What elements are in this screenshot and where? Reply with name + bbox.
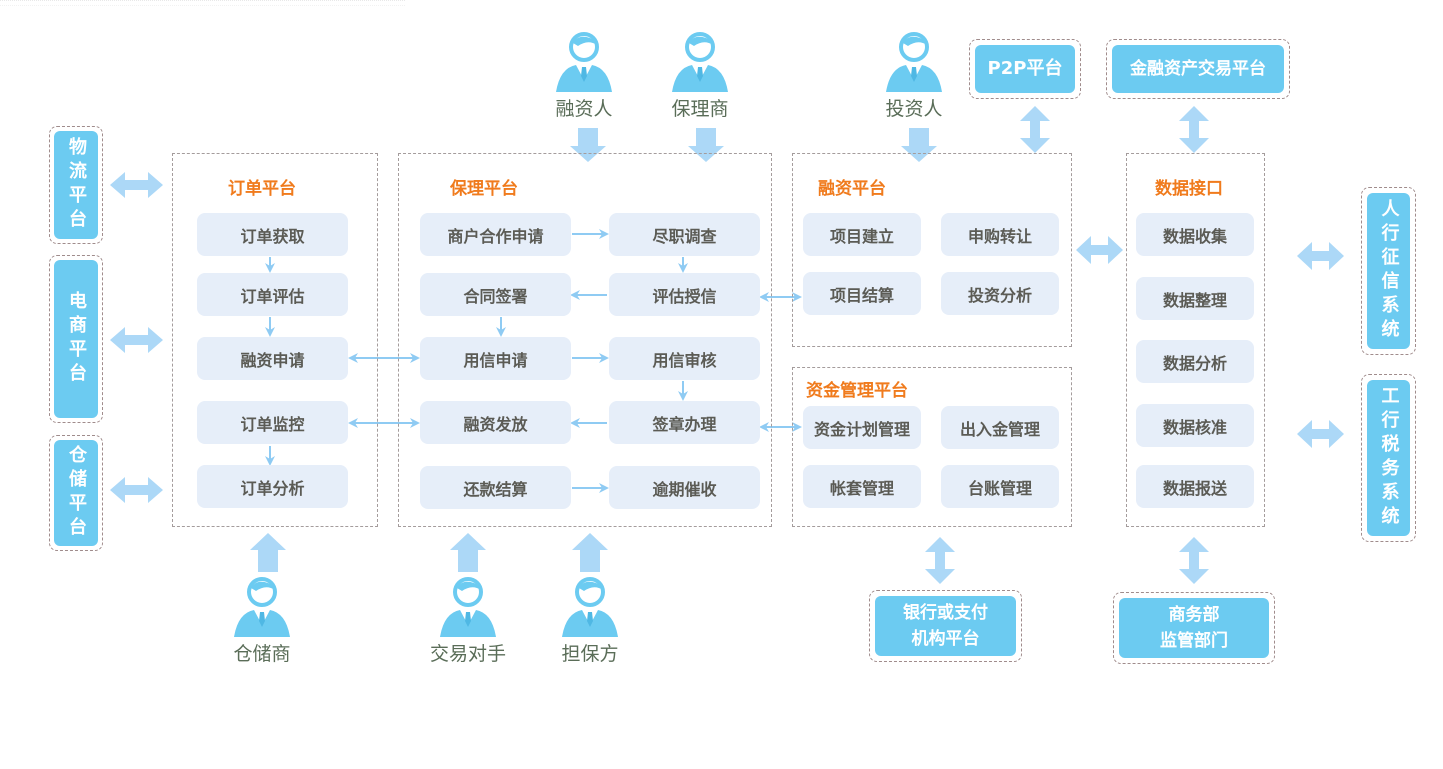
warehousing-platform-frame <box>49 435 103 551</box>
data-item[interactable]: 数据分析 <box>1136 340 1254 383</box>
order-item[interactable]: 订单获取 <box>197 213 348 256</box>
warehousing-platform[interactable]: 仓储平台 <box>54 440 98 546</box>
bank-payment-frame <box>869 590 1022 662</box>
ecommerce-double-arrow <box>110 327 163 353</box>
data-item[interactable]: 数据整理 <box>1136 277 1254 320</box>
person-icon <box>440 577 496 637</box>
order-item[interactable]: 融资申请 <box>197 337 348 380</box>
data-item[interactable]: 数据收集 <box>1136 213 1254 256</box>
actor-warehouse: 仓储商 <box>222 575 302 666</box>
factoring-item[interactable]: 合同签署 <box>420 273 571 316</box>
actor-financier: 融资人 <box>544 30 624 121</box>
bank-payment-line2: 机构平台 <box>911 629 980 649</box>
person-icon <box>556 32 612 92</box>
person-icon <box>672 32 728 92</box>
factoring-item[interactable]: 用信审核 <box>609 337 760 380</box>
bank-payment-line1: 银行或支付 <box>903 603 988 623</box>
person-icon <box>886 32 942 92</box>
p2p-double-arrow <box>1020 106 1050 153</box>
fund-platform-panel <box>792 367 1072 527</box>
ecommerce-platform[interactable]: 电商平台 <box>54 260 98 418</box>
factoring-item[interactable]: 还款结算 <box>420 466 571 509</box>
logistics-platform[interactable]: 物流平台 <box>54 131 98 239</box>
financing-item[interactable]: 投资分析 <box>941 272 1059 315</box>
factoring-item[interactable]: 用信申请 <box>420 337 571 380</box>
factoring-platform-title: 保理平台 <box>450 179 518 199</box>
actor-guarantor: 担保方 <box>550 575 630 666</box>
factoring-item[interactable]: 尽职调查 <box>609 213 760 256</box>
pboc-credit-frame <box>1361 187 1416 355</box>
icbc-tax-frame <box>1361 374 1416 542</box>
order-item[interactable]: 订单评估 <box>197 273 348 316</box>
order-item[interactable]: 订单分析 <box>197 465 348 508</box>
actor-label: 保理商 <box>671 98 729 120</box>
factoring-platform-panel <box>398 153 772 527</box>
counterparty-up-arrow <box>450 533 486 572</box>
pboc-double-arrow <box>1297 242 1344 270</box>
top-divider <box>0 0 405 6</box>
bank-double-arrow <box>925 537 955 584</box>
actor-label: 融资人 <box>555 98 613 120</box>
factoring-item[interactable]: 商户合作申请 <box>420 213 571 256</box>
mofcom-double-arrow <box>1179 537 1209 584</box>
actor-investor: 投资人 <box>874 30 954 121</box>
factoring-item[interactable]: 逾期催收 <box>609 466 760 509</box>
mofcom-line1: 商务部 <box>1168 605 1220 625</box>
financing-item[interactable]: 项目结算 <box>803 272 921 315</box>
finance-data-double-arrow <box>1076 236 1123 264</box>
factoring-item[interactable]: 融资发放 <box>420 401 571 444</box>
factoring-item[interactable]: 评估授信 <box>609 273 760 316</box>
order-platform-panel <box>172 153 378 527</box>
asset-exchange-frame <box>1106 39 1290 99</box>
warehouse-up-arrow <box>250 533 286 572</box>
actor-label: 担保方 <box>561 643 619 665</box>
p2p-platform-frame <box>969 39 1081 99</box>
warehousing-double-arrow <box>110 477 163 503</box>
data-item[interactable]: 数据核准 <box>1136 404 1254 447</box>
financing-item[interactable]: 申购转让 <box>941 213 1059 256</box>
bank-payment-platform[interactable]: 银行或支付 机构平台 <box>875 596 1016 656</box>
factoring-item[interactable]: 签章办理 <box>609 401 760 444</box>
order-item[interactable]: 订单监控 <box>197 401 348 444</box>
data-interface-title: 数据接口 <box>1155 179 1223 199</box>
financing-platform-panel <box>792 153 1072 347</box>
mofcom-frame <box>1113 592 1275 664</box>
exchange-double-arrow <box>1179 106 1209 153</box>
mofcom-line2: 监管部门 <box>1160 631 1228 651</box>
ecommerce-platform-frame <box>49 255 103 423</box>
actor-label: 投资人 <box>885 98 943 120</box>
logistics-platform-frame <box>49 126 103 244</box>
actor-counterparty: 交易对手 <box>428 575 508 666</box>
asset-exchange-platform[interactable]: 金融资产交易平台 <box>1112 45 1284 93</box>
data-interface-panel <box>1126 153 1265 527</box>
actor-label: 仓储商 <box>233 643 291 665</box>
logistics-double-arrow <box>110 172 163 198</box>
tax-double-arrow <box>1297 420 1344 448</box>
actor-label: 交易对手 <box>429 643 506 665</box>
order-platform-title: 订单平台 <box>228 179 296 199</box>
financing-item[interactable]: 项目建立 <box>803 213 921 256</box>
p2p-platform[interactable]: P2P平台 <box>975 45 1075 93</box>
guarantor-up-arrow <box>572 533 608 572</box>
pboc-credit-system[interactable]: 人行征信系统 <box>1367 193 1410 349</box>
person-icon <box>234 577 290 637</box>
fund-platform-title: 资金管理平台 <box>806 381 908 401</box>
icbc-tax-system[interactable]: 工行税务系统 <box>1367 380 1410 536</box>
fund-item[interactable]: 出入金管理 <box>941 406 1059 449</box>
fund-item[interactable]: 资金计划管理 <box>803 406 921 449</box>
fund-item[interactable]: 帐套管理 <box>803 465 921 508</box>
actor-factor: 保理商 <box>660 30 740 121</box>
person-icon <box>562 577 618 637</box>
mofcom-supervision[interactable]: 商务部 监管部门 <box>1119 598 1269 658</box>
fund-item[interactable]: 台账管理 <box>941 465 1059 508</box>
financing-platform-title: 融资平台 <box>818 179 886 199</box>
data-item[interactable]: 数据报送 <box>1136 465 1254 508</box>
